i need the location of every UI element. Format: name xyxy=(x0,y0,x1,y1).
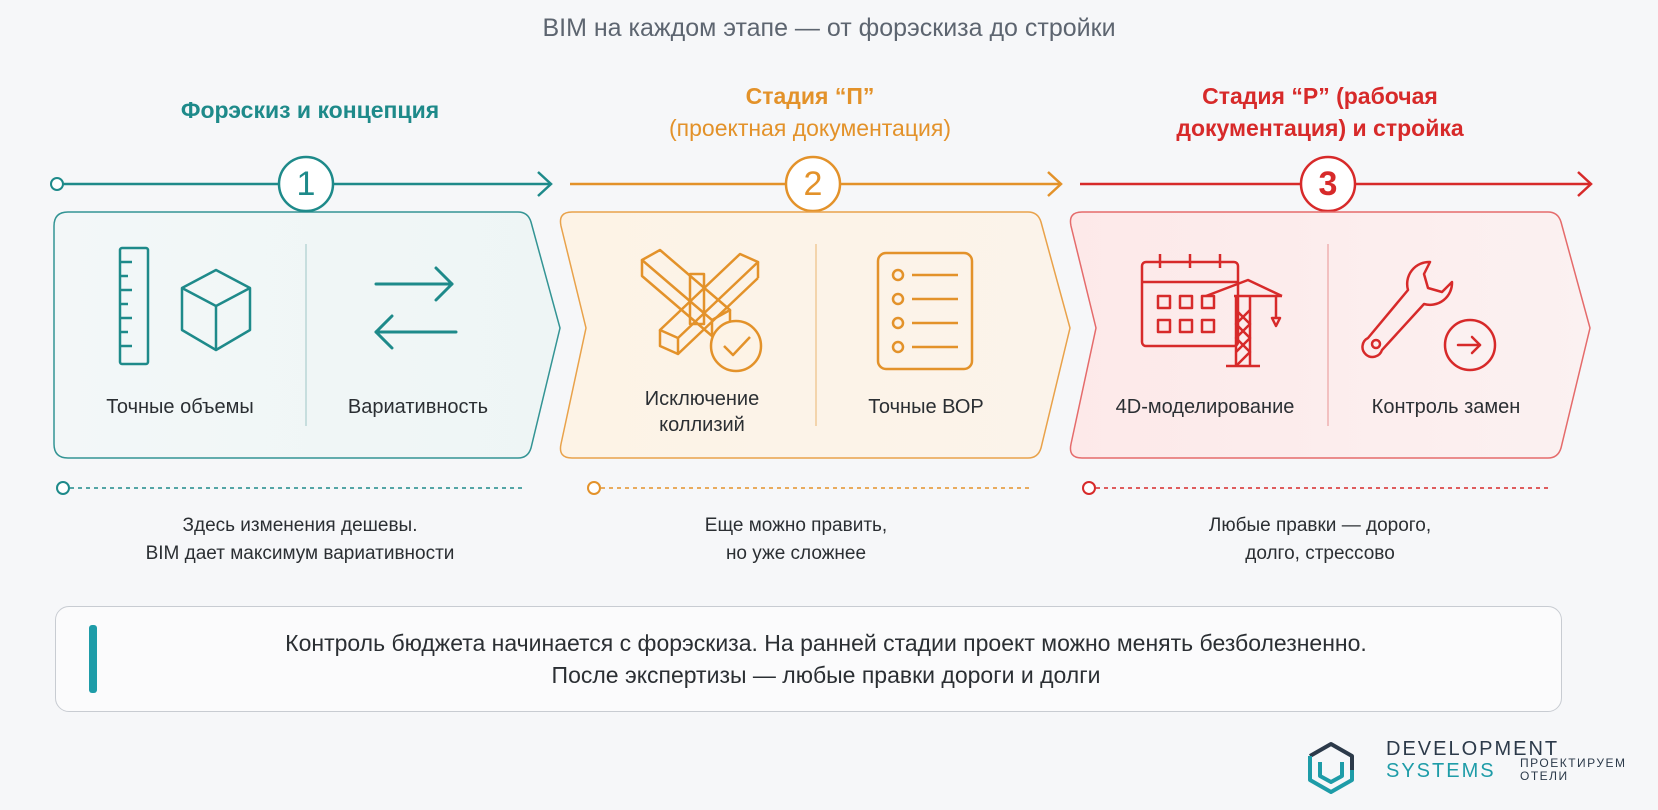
beam-collision-check-icon xyxy=(640,248,763,373)
logo-tagline: ПРОЕКТИРУЕМ ОТЕЛИ xyxy=(1520,756,1627,783)
logo-line-2: SYSTEMS xyxy=(1386,760,1496,782)
stage-1-number: 1 xyxy=(296,165,316,203)
logo-line-1: DEVELOPMENT xyxy=(1386,738,1560,760)
stage-2-note: Еще можно править, но уже сложнее xyxy=(704,515,888,564)
stage-3-timeline xyxy=(1080,155,1593,213)
stage-2-timeline xyxy=(570,155,1063,213)
stage-2-title: Стадия “П” (проектная документация) xyxy=(669,83,951,141)
calendar-crane-icon xyxy=(1140,254,1283,368)
development-systems-logo-icon xyxy=(1308,742,1354,794)
stage-1-item-2-label: Вариативность xyxy=(347,396,489,418)
stage-1-title: Форэскиз и концепция xyxy=(180,97,440,123)
stage-3-number: 3 xyxy=(1318,165,1338,203)
stage-3-item-1-label: 4D-моделирование xyxy=(1115,396,1295,418)
stage-3-panel xyxy=(1069,211,1591,459)
stage-2-item-2-label: Точные ВОР xyxy=(868,396,984,418)
stage-2-dashed-line xyxy=(587,481,1030,495)
stage-2-item-1-label: Исключение коллизий xyxy=(644,388,760,436)
stage-3-dashed-line xyxy=(1082,481,1552,495)
stage-2-number: 2 xyxy=(803,165,823,203)
page-subtitle: BIM на каждом этапе — от форэскиза до ст… xyxy=(542,14,1116,42)
stage-1-item-1-label: Точные объемы xyxy=(106,396,254,418)
summary-accent-bar xyxy=(89,625,97,693)
summary-text: Контроль бюджета начинается с форэскиза.… xyxy=(285,630,1367,688)
stage-3-note: Любые правки — дорого, долго, стрессово xyxy=(1208,515,1432,564)
wrench-arrow-icon xyxy=(1361,260,1497,372)
stage-1-panel xyxy=(53,211,561,459)
stage-3-item-2-label: Контроль замен xyxy=(1371,396,1521,418)
stage-1-note: Здесь изменения дешевы. BIM дает максиму… xyxy=(145,515,455,564)
ruler-cube-icon xyxy=(118,246,252,366)
stage-1-timeline xyxy=(50,155,553,213)
stage-1-dashed-line xyxy=(56,481,524,495)
swap-arrows-icon xyxy=(374,266,458,350)
summary-box: Контроль бюджета начинается с форэскиза.… xyxy=(55,606,1562,712)
checklist-icon xyxy=(876,251,974,371)
stage-3-title: Стадия “Р” (рабочая документация) и стро… xyxy=(1176,83,1464,141)
